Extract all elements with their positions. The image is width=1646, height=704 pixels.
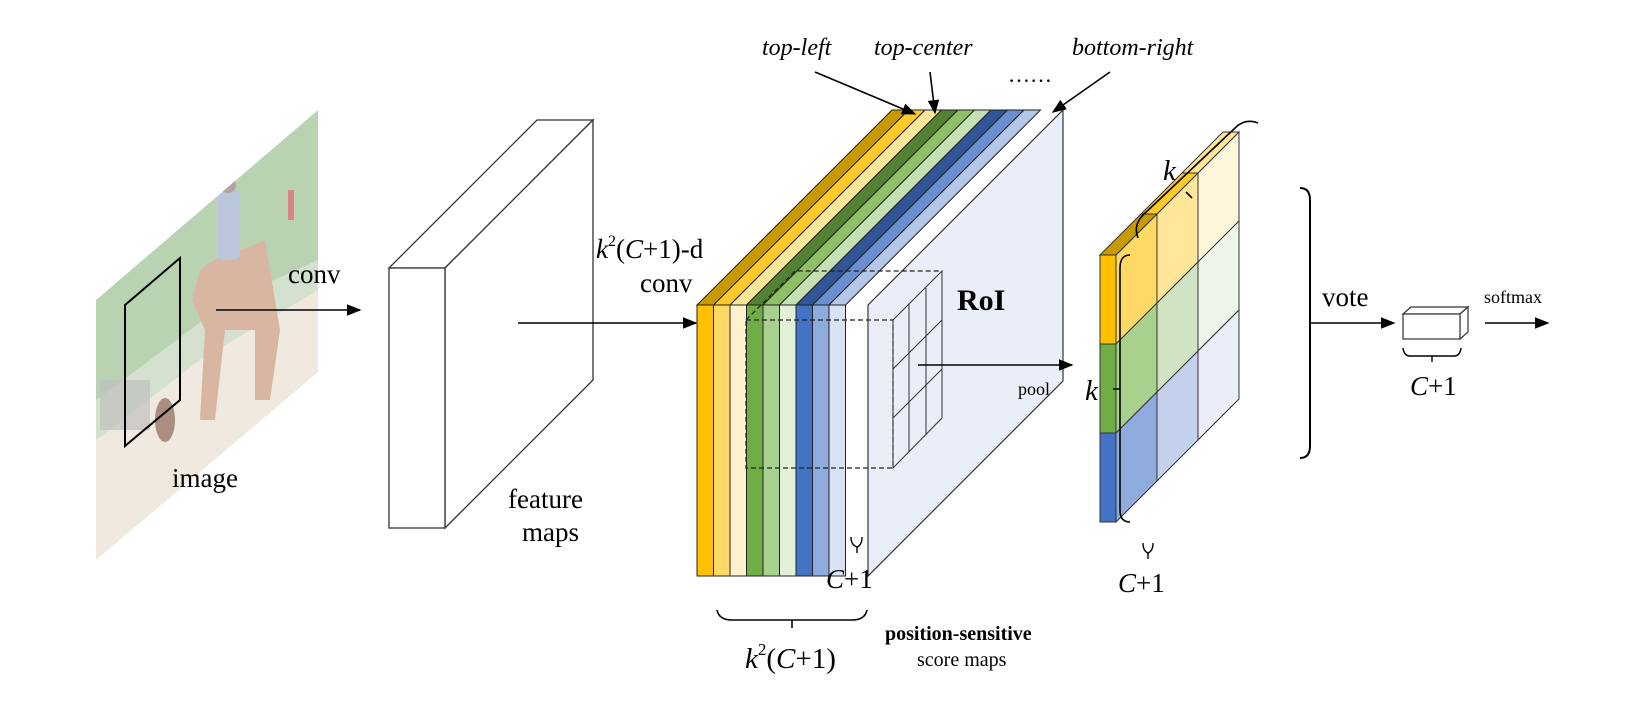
image-rider — [218, 190, 240, 260]
label-image: image — [172, 463, 238, 493]
score-map-front-strip-1 — [713, 304, 731, 577]
roi-grid — [892, 269, 943, 470]
score-map-front-strip-3 — [746, 304, 764, 577]
score-map-front-strip-4 — [762, 304, 780, 577]
label-score-maps: score maps — [917, 649, 1007, 671]
feature-maps-block — [387, 118, 595, 530]
label-cplus1-vector-C: C — [1410, 371, 1429, 401]
label-k2c1-open: ( — [766, 643, 776, 675]
label-cplus1-vector-tail: +1 — [1428, 371, 1457, 401]
label-cplus1-stack-C: C — [826, 564, 845, 594]
label-conv-2-open: ( — [616, 234, 625, 264]
score-vector — [1401, 305, 1470, 341]
brace-cplus1-stack — [850, 536, 863, 553]
label-conv-2-tail: +1)-d — [643, 234, 704, 264]
arrow-bottom-right — [1051, 71, 1111, 113]
roi-grid-outline — [892, 269, 943, 470]
brace-k-left — [1113, 254, 1131, 523]
label-k2c1-k: k — [745, 643, 759, 675]
image-dog — [155, 398, 175, 442]
pooled-side-blue — [1099, 432, 1117, 523]
score-map-front-strip-6 — [795, 304, 813, 577]
label-position-sensitive: position-sensitive — [885, 623, 1032, 645]
label-feature-maps-line2: maps — [522, 517, 579, 547]
score-map-front-strip-8 — [828, 304, 846, 577]
label-top-left: top-left — [762, 35, 833, 61]
score-vector-top — [1401, 306, 1470, 315]
roi-grid-h1 — [892, 319, 943, 370]
roi-grid-h2 — [892, 368, 943, 419]
label-conv-2-dim: k2(C+1)-d — [596, 233, 704, 264]
bracket-vote — [1299, 187, 1311, 459]
score-vector-front — [1402, 313, 1461, 340]
label-k2c1: k2(C+1) — [745, 640, 836, 675]
image-horse — [192, 240, 280, 420]
score-maps-top-strips — [695, 109, 1042, 306]
brace-cplus1-grid — [1142, 542, 1154, 559]
label-ellipsis: …… — [1008, 62, 1052, 87]
label-conv-2-C: C — [625, 234, 644, 264]
brace-k2c1 — [716, 609, 868, 628]
label-k2c1-tail: +1) — [795, 643, 836, 675]
label-cplus1-grid-tail: +1 — [1136, 568, 1165, 598]
score-maps-block — [695, 108, 1074, 578]
image-rider-head — [220, 177, 236, 193]
brace-cplus1-vector — [1402, 347, 1462, 362]
label-k-top: k — [1163, 155, 1177, 187]
score-map-front-strip-2 — [729, 304, 747, 577]
label-k-left: k — [1085, 375, 1099, 407]
label-cplus1-grid-C: C — [1118, 568, 1137, 598]
image-person-bg — [288, 190, 294, 220]
image-roi-box — [124, 255, 181, 449]
label-cplus1-grid: C+1 — [1118, 568, 1165, 598]
brace-k-top — [1135, 120, 1259, 239]
feature-maps-front-face — [388, 267, 446, 529]
label-softmax: softmax — [1484, 287, 1542, 307]
pooled-side-yellow — [1099, 254, 1117, 345]
roi-dashed-front — [745, 319, 894, 469]
label-cplus1-vector: C+1 — [1410, 371, 1457, 401]
label-k2c1-sup: 2 — [758, 640, 767, 659]
label-pool: pool — [1018, 379, 1050, 399]
label-conv-2: conv — [640, 268, 693, 298]
label-cplus1-stack: C+1 — [826, 564, 873, 594]
label-bottom-right: bottom-right — [1072, 35, 1195, 61]
label-conv-1: conv — [288, 259, 341, 289]
pooled-grid — [1098, 130, 1241, 524]
label-conv-2-k: k — [596, 234, 609, 264]
score-map-front-strip-7 — [812, 304, 830, 577]
label-vote: vote — [1322, 282, 1369, 312]
label-cplus1-stack-tail: +1 — [844, 564, 873, 594]
score-maps-back-face — [867, 108, 1064, 578]
score-map-front-strip-0 — [696, 304, 714, 577]
pooled-top-2 — [1180, 131, 1241, 174]
label-roi: RoI — [957, 284, 1005, 317]
score-map-front-strip-5 — [779, 304, 797, 577]
pooled-cell-blue-2 — [1197, 308, 1240, 442]
label-conv-2-sup: 2 — [608, 233, 616, 250]
score-maps-front-strips — [696, 304, 846, 577]
label-feature-maps-line1: feature — [508, 484, 583, 514]
label-top-center: top-center — [874, 35, 973, 61]
arrow-top-left — [814, 71, 917, 115]
image-trees — [96, 110, 318, 400]
arrow-top-center — [927, 71, 940, 115]
label-k2c1-C: C — [776, 643, 796, 675]
